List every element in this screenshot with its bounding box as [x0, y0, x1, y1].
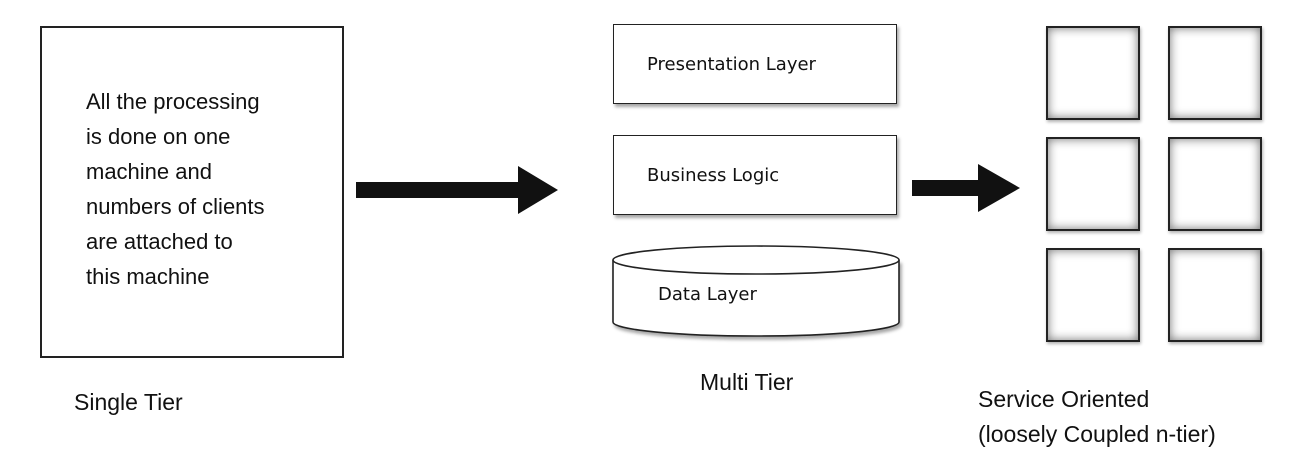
data-layer-cylinder [612, 245, 900, 337]
description-line: machine and [86, 159, 212, 184]
arrow-head [518, 166, 558, 214]
description-line: numbers of clients [86, 194, 265, 219]
cylinder-body [612, 260, 900, 337]
arrow-right-icon [356, 166, 558, 214]
description-line: All the processing [86, 89, 260, 114]
service-oriented-caption: Service Oriented (loosely Coupled n-tier… [978, 382, 1216, 452]
service-tile [1168, 248, 1262, 342]
service-tile [1046, 137, 1140, 231]
service-caption-line1: Service Oriented [978, 386, 1150, 412]
single-tier-caption: Single Tier [74, 389, 183, 415]
service-tile [1168, 137, 1262, 231]
service-tile [1046, 26, 1140, 120]
business-logic-label: Business Logic [647, 164, 780, 186]
service-tile [1046, 248, 1140, 342]
multi-tier-caption: Multi Tier [700, 369, 794, 395]
presentation-layer-box: Presentation Layer [613, 24, 897, 104]
cylinder-top [612, 245, 900, 275]
single-tier-box [40, 26, 344, 358]
description-line: this machine [86, 264, 210, 289]
service-tile [1168, 26, 1262, 120]
description-line: are attached to [86, 229, 233, 254]
arrow-shaft [912, 180, 978, 196]
description-line: is done on one [86, 124, 231, 149]
single-tier-description: All the processing is done on one machin… [86, 84, 336, 294]
arrow-shaft [356, 182, 518, 198]
presentation-layer-label: Presentation Layer [647, 53, 816, 75]
data-layer-label: Data Layer [658, 284, 757, 305]
arrow-head [978, 164, 1020, 212]
service-caption-line2: (loosely Coupled n-tier) [978, 421, 1216, 447]
arrow-right-icon [912, 164, 1020, 212]
business-logic-box: Business Logic [613, 135, 897, 215]
